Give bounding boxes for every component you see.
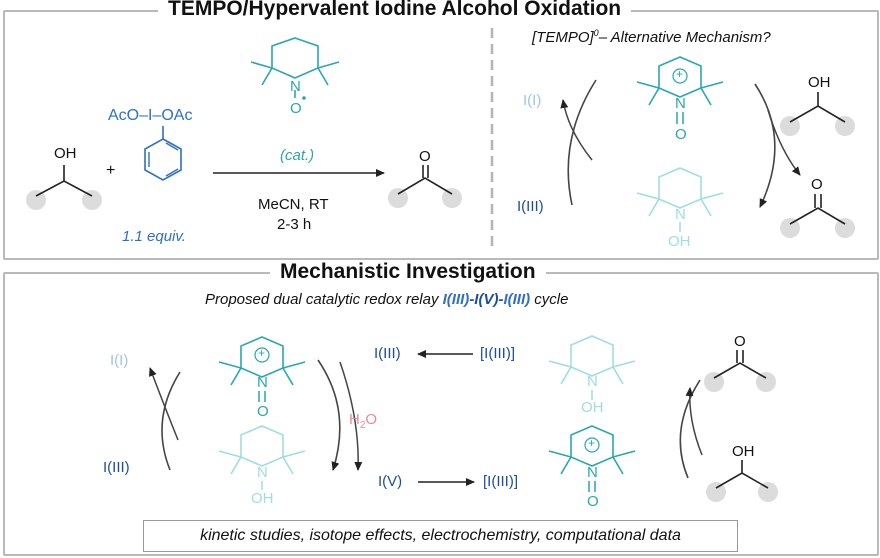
pida-label: AcO–I–OAc <box>108 107 193 124</box>
alt-mechanism-heading: [TEMPO]0– Alternative Mechanism? <box>532 28 771 46</box>
right-oxo-o: O <box>587 493 599 510</box>
top-panel <box>3 10 879 260</box>
bottom-oxo-n: N <box>257 374 268 391</box>
conditions-solvent: MeCN, RT <box>258 196 329 213</box>
top-i1-label: I(I) <box>523 92 542 109</box>
tempo-n: N <box>290 78 301 95</box>
bottom-right-product-o: O <box>734 333 746 350</box>
right-hyd-oh: OH <box>581 399 604 416</box>
tempo-o: O <box>290 100 302 117</box>
bottom-hyd-n: N <box>257 464 268 481</box>
alcohol-bonds <box>35 180 93 197</box>
bottom-oxo-plus: + <box>258 346 266 360</box>
right-oxo-plus: + <box>588 436 596 450</box>
bottom-hyd-oh: OH <box>251 490 274 507</box>
top-title: TEMPO/Hypervalent Iodine Alcohol Oxidati… <box>158 0 632 21</box>
water-label: H2O <box>349 411 378 431</box>
alcohol-oh-label: OH <box>54 145 77 162</box>
bottom-title: Mechanistic Investigation <box>270 260 546 284</box>
phenyl-ring <box>144 138 182 181</box>
product-o: O <box>419 148 431 165</box>
right-oxo-n: N <box>587 464 598 481</box>
alcohol-molecule <box>26 190 102 210</box>
tempo-ring <box>271 37 319 79</box>
bracket-bottom-label: [I(III)] <box>483 473 518 490</box>
top-hyd-n: N <box>675 206 686 223</box>
right-hyd-n: N <box>587 373 598 390</box>
bottom-i1-label: I(I) <box>110 352 129 369</box>
top-hyd-oh: OH <box>668 233 691 250</box>
top-right-alcohol-oh: OH <box>808 74 831 91</box>
bottom-subtitle: Proposed dual catalytic redox relay I(II… <box>205 291 569 308</box>
bottom-i3-mid-label: I(III) <box>374 345 401 362</box>
top-oxo-plus: + <box>676 67 684 81</box>
conditions-time: 2-3 h <box>277 216 312 233</box>
top-right-product-o: O <box>811 176 823 193</box>
top-oxo-o: O <box>675 126 687 143</box>
top-oxo-n: N <box>675 95 686 112</box>
plus-sign: + <box>106 162 116 179</box>
footer-methods: kinetic studies, isotope effects, electr… <box>143 520 738 552</box>
bottom-panel <box>3 272 879 556</box>
top-i3-label: I(III) <box>517 198 544 215</box>
bottom-iv-label: I(V) <box>378 473 403 490</box>
pida-equiv: 1.1 equiv. <box>122 228 186 245</box>
catalyst-label: (cat.) <box>280 147 315 164</box>
bottom-i3-left-label: I(III) <box>103 459 130 476</box>
bracket-top-label: [I(III)] <box>480 345 515 362</box>
bottom-oxo-o: O <box>257 403 269 420</box>
bottom-right-alcohol-oh: OH <box>732 443 755 460</box>
